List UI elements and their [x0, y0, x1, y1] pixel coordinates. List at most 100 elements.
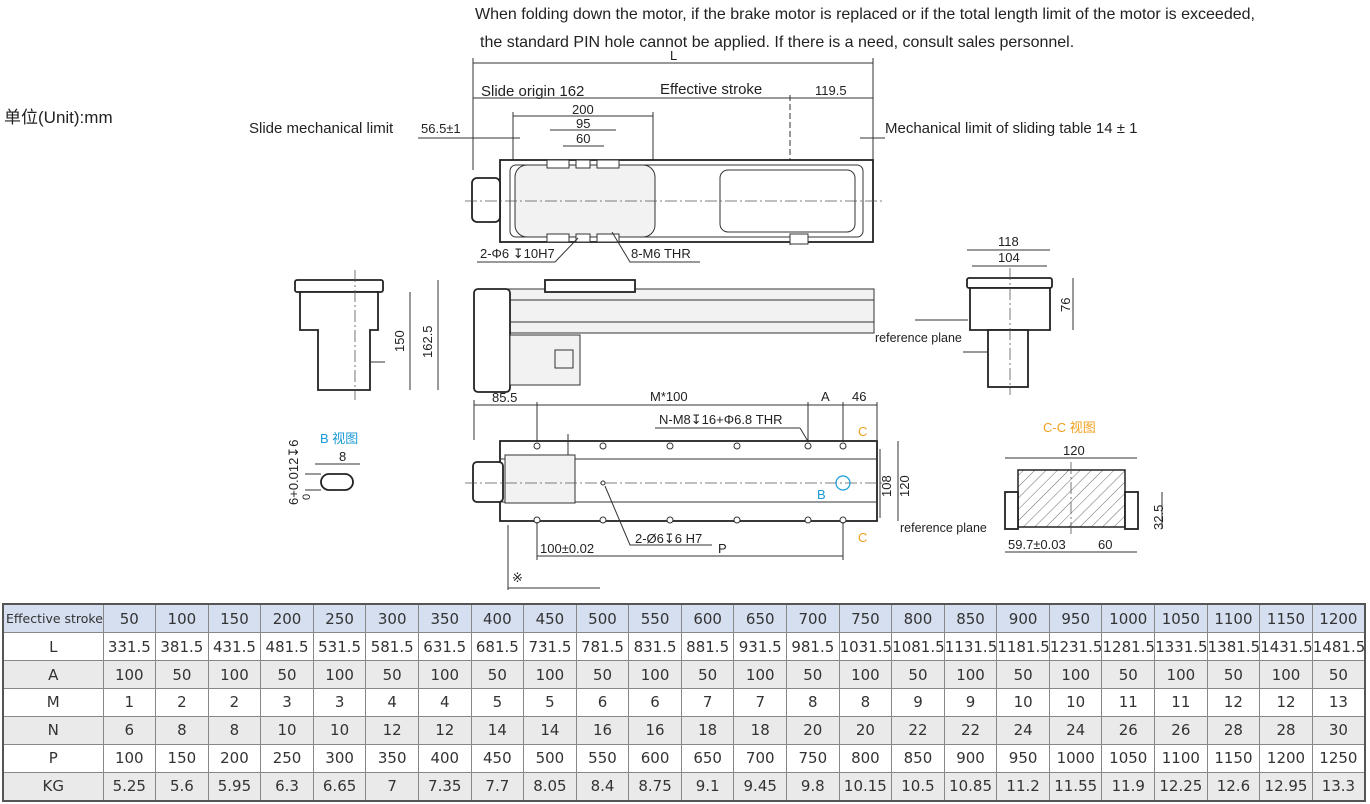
- table-cell: 1031.5: [838, 632, 893, 662]
- stroke-header: 350: [417, 603, 472, 634]
- reference-mark: ※: [512, 570, 523, 585]
- table-cell: 6: [575, 688, 630, 717]
- table-cell: 1150: [1206, 743, 1261, 773]
- header-label: Effective stroke: [2, 603, 104, 634]
- table-cell: 10: [1048, 688, 1103, 717]
- table-cell: 18: [733, 715, 788, 745]
- table-cell: 331.5: [102, 632, 157, 662]
- dim-119-5: 119.5: [815, 83, 847, 98]
- table-cell: 831.5: [628, 632, 682, 662]
- table-cell: 300: [312, 743, 367, 773]
- table-cell: 1481.5: [1311, 632, 1366, 662]
- table-cell: 1431.5: [1259, 632, 1313, 662]
- table-cell: 350: [365, 743, 419, 773]
- table-cell: 631.5: [417, 632, 472, 662]
- table-cell: 22: [891, 715, 945, 745]
- stroke-header: 150: [207, 603, 262, 634]
- table-cell: 24: [996, 715, 1050, 745]
- table-cell: 100: [207, 660, 262, 689]
- table-cell: 100: [102, 743, 157, 773]
- table-cell: 650: [680, 743, 735, 773]
- table-cell: 6: [102, 715, 157, 745]
- table-cell: 50: [575, 660, 630, 689]
- holes-label: N-M8↧16+Φ6.8 THR: [659, 412, 783, 427]
- pin-hole-label: 2-Φ6 ↧10H7: [480, 246, 555, 261]
- stroke-header: 50: [102, 603, 157, 634]
- table-cell: 12: [1259, 688, 1313, 717]
- stroke-header: 950: [1048, 603, 1103, 634]
- cc-dim-59-7: 59.7±0.03: [1008, 537, 1066, 552]
- table-cell: 981.5: [786, 632, 840, 662]
- table-cell: 13.3: [1311, 771, 1366, 802]
- dim-46: 46: [852, 389, 866, 404]
- table-cell: 50: [155, 660, 209, 689]
- cc-reference-plane: reference plane: [900, 521, 987, 535]
- stroke-header: 600: [680, 603, 735, 634]
- b-view-detail: B 视图 8 6+0.012↧6 0: [286, 431, 360, 505]
- table-cell: 731.5: [523, 632, 577, 662]
- table-cell: 12: [365, 715, 419, 745]
- table-cell: 20: [838, 715, 893, 745]
- table-cell: 9.1: [680, 771, 735, 802]
- table-cell: 16: [628, 715, 682, 745]
- top-view: L Slide origin 162 Effective stroke 119.…: [249, 48, 1138, 263]
- table-cell: 1131.5: [943, 632, 998, 662]
- note-line-2: the standard PIN hole cannot be applied.…: [480, 34, 1074, 51]
- table-cell: 30: [1311, 715, 1366, 745]
- table-cell: 7.35: [417, 771, 472, 802]
- table-cell: 11.55: [1048, 771, 1103, 802]
- table-cell: 10.15: [838, 771, 893, 802]
- table-cell: 950: [996, 743, 1050, 773]
- table-cell: 14: [523, 715, 577, 745]
- table-cell: 9: [943, 688, 998, 717]
- dim-85-5: 85.5: [492, 390, 517, 405]
- b-view-width: 8: [339, 449, 346, 464]
- table-cell: 22: [943, 715, 998, 745]
- row-label: KG: [2, 771, 104, 802]
- table-cell: 400: [417, 743, 472, 773]
- stroke-header: 650: [733, 603, 788, 634]
- table-cell: 11.2: [996, 771, 1050, 802]
- table-cell: 5.25: [102, 771, 157, 802]
- table-cell: 450: [470, 743, 525, 773]
- b-view-tolerance-low: 0: [301, 494, 313, 500]
- table-cell: 100: [312, 660, 367, 689]
- table-cell: 1200: [1259, 743, 1313, 773]
- b-view-title: B 视图: [320, 431, 358, 446]
- stroke-header: 300: [365, 603, 419, 634]
- table-cell: 250: [260, 743, 314, 773]
- table-cell: 5.6: [155, 771, 209, 802]
- dim-150: 150: [392, 330, 407, 352]
- table-cell: 10: [260, 715, 314, 745]
- table-cell: 50: [786, 660, 840, 689]
- table-cell: 550: [575, 743, 630, 773]
- table-cell: 781.5: [575, 632, 630, 662]
- dimension-drawing: When folding down the motor, if the brak…: [4, 6, 1255, 590]
- table-cell: 5: [523, 688, 577, 717]
- table-cell: 1281.5: [1101, 632, 1156, 662]
- section-c-top: C: [858, 424, 867, 439]
- table-cell: 100: [943, 660, 998, 689]
- table-cell: 750: [786, 743, 840, 773]
- table-cell: 581.5: [365, 632, 419, 662]
- table-cell: 11: [1101, 688, 1156, 717]
- table-cell: 2: [207, 688, 262, 717]
- table-cell: 7: [733, 688, 788, 717]
- stroke-header: 800: [891, 603, 945, 634]
- table-cell: 8: [786, 688, 840, 717]
- c-c-section-view: C-C 视图 120 32.5 reference plane 59.7±0.0…: [900, 420, 1166, 553]
- table-cell: 2: [155, 688, 209, 717]
- stroke-header: 200: [260, 603, 314, 634]
- table-cell: 50: [996, 660, 1050, 689]
- table-cell: 200: [207, 743, 262, 773]
- table-cell: 800: [838, 743, 893, 773]
- table-cell: 7: [680, 688, 735, 717]
- table-cell: 100: [1259, 660, 1313, 689]
- section-c-bottom: C: [858, 530, 867, 545]
- table-cell: 100: [733, 660, 788, 689]
